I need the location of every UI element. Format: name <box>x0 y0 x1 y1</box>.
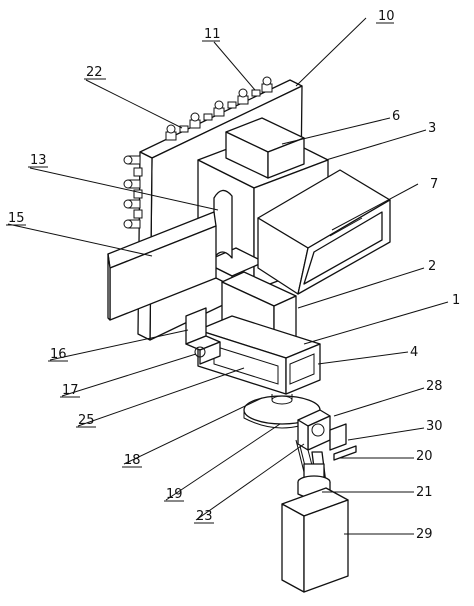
nozzle-row-top <box>165 76 273 141</box>
label-13: 13 <box>30 153 47 168</box>
label-15: 15 <box>8 211 25 226</box>
label-16: 16 <box>50 347 67 362</box>
label-21: 21 <box>416 485 433 500</box>
control-box <box>281 487 349 593</box>
label-29: 29 <box>416 527 433 542</box>
label-17: 17 <box>62 383 79 398</box>
label-20: 20 <box>416 449 433 464</box>
label-4: 4 <box>410 345 418 360</box>
turntable <box>243 394 321 429</box>
left-bracket <box>185 307 221 365</box>
leader-lines <box>7 17 449 535</box>
label-10: 10 <box>378 9 395 24</box>
label-25: 25 <box>78 413 95 428</box>
label-2: 2 <box>428 259 436 274</box>
label-30: 30 <box>426 419 443 434</box>
motor-bracket <box>297 409 357 461</box>
right-hood <box>257 169 391 295</box>
label-6: 6 <box>392 109 400 124</box>
label-11: 11 <box>204 27 221 42</box>
label-1: 1 <box>452 293 460 308</box>
label-7: 7 <box>430 177 438 192</box>
label-19: 19 <box>166 487 183 502</box>
label-22: 22 <box>86 65 103 80</box>
label-23: 23 <box>196 509 213 524</box>
label-18: 18 <box>124 453 141 468</box>
label-3: 3 <box>428 121 436 136</box>
curved-plate <box>213 189 233 259</box>
nozzle-column-left <box>123 155 143 229</box>
front-panel <box>107 211 217 321</box>
label-28: 28 <box>426 379 443 394</box>
part-labels: 10 11 22 6 3 7 13 15 2 1 4 16 17 25 18 1… <box>6 9 460 542</box>
